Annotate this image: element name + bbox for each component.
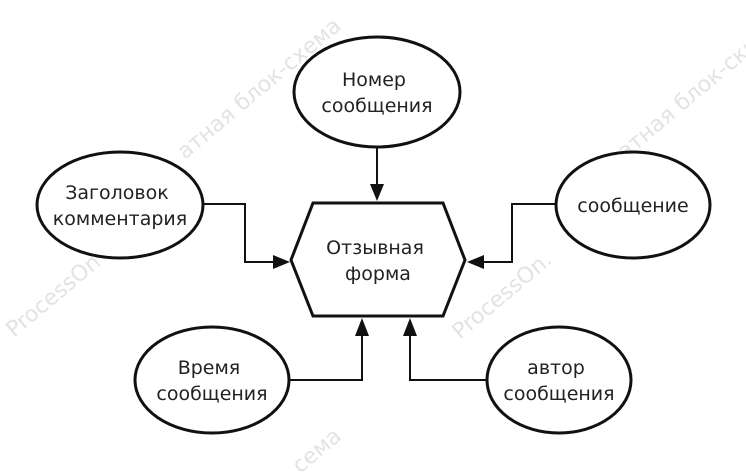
edge-time-to-center (289, 334, 363, 381)
node-number-line-2: сообщения (321, 95, 432, 117)
arrowhead-number (370, 184, 384, 201)
connector-layer (203, 148, 556, 381)
node-comment-header[interactable]: Заголовок комментария (35, 150, 205, 260)
node-message-time[interactable]: Время сообщения (133, 325, 291, 435)
node-author-label: автор сообщения (503, 357, 614, 405)
hexagon-shape (289, 201, 467, 318)
node-time-line-1: Время (178, 357, 241, 379)
ellipse-shape (554, 150, 712, 260)
node-time-label: Время сообщения (156, 357, 267, 405)
arrowhead-time (355, 318, 369, 336)
edge-author-to-center (409, 334, 488, 381)
ellipse-shape (35, 150, 205, 260)
arrowhead-author (403, 318, 417, 336)
node-center-form[interactable]: Отзывная форма (289, 201, 467, 318)
ellipse-shape (485, 325, 633, 435)
node-layer: Отзывная форма Номер сообщения Заголовок… (35, 35, 712, 435)
edge-header-to-center (203, 203, 275, 263)
node-number-line-1: Номер (342, 69, 406, 91)
arrowhead-header (273, 255, 290, 269)
node-center-line-2: форма (345, 263, 411, 285)
node-time-line-2: сообщения (156, 383, 267, 405)
ellipse-shape (133, 325, 291, 435)
node-header-line-2: комментария (53, 208, 187, 230)
node-message-label: сообщение (577, 195, 688, 217)
watermark-brand-left: ProcessOn (2, 250, 106, 343)
node-number-label: Номер сообщения (321, 69, 432, 117)
watermark-tagline-bottom: сема (288, 424, 347, 474)
node-center-line-1: Отзывная (326, 237, 424, 259)
node-header-label: Заголовок комментария (53, 182, 187, 230)
node-center-label: Отзывная форма (326, 237, 430, 285)
arrowhead-message (467, 255, 484, 269)
node-header-line-1: Заголовок (65, 182, 169, 204)
node-message-author[interactable]: автор сообщения (485, 325, 633, 435)
ellipse-shape (292, 35, 462, 149)
watermark-tagline-right: атная блок-ски (613, 32, 746, 165)
edge-message-to-center (482, 203, 556, 263)
node-author-line-1: автор (527, 357, 585, 379)
node-message-number[interactable]: Номер сообщения (292, 35, 462, 149)
node-message-line-1: сообщение (577, 195, 688, 217)
node-message[interactable]: сообщение (554, 150, 712, 260)
node-author-line-2: сообщения (503, 383, 614, 405)
